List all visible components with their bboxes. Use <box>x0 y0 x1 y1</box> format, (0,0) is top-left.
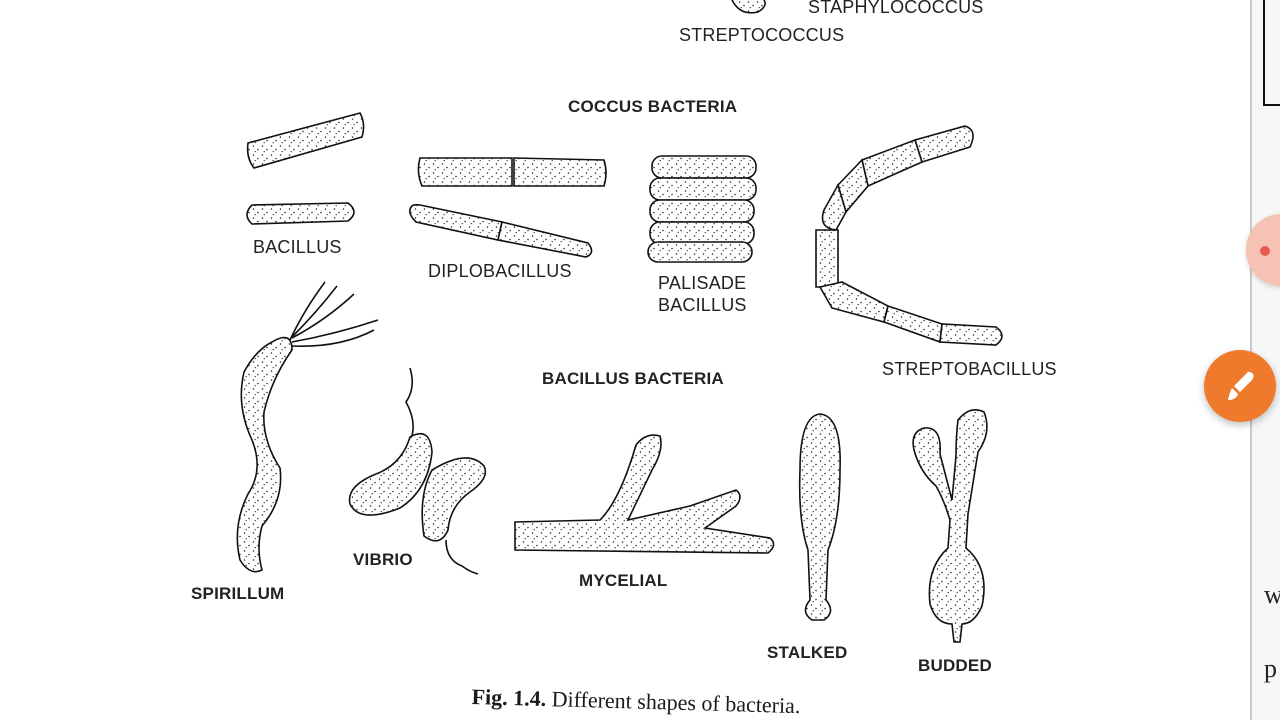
paintbrush-icon <box>1228 371 1254 400</box>
bacillus-shape <box>246 112 365 225</box>
palisade-label-line2: BACILLUS <box>658 295 747 315</box>
adjacent-page-text-p: p <box>1264 654 1277 683</box>
palisade-shape <box>647 155 757 263</box>
figure-number: Fig. 1.4. <box>471 684 547 712</box>
bacillus-label: BACILLUS <box>253 237 342 257</box>
adjacent-page-box <box>1263 0 1280 106</box>
streptobacillus-shape <box>815 125 1003 346</box>
record-dot-icon <box>1260 246 1270 256</box>
diplobacillus-shape <box>408 157 607 258</box>
vibrio-label: VIBRIO <box>353 550 413 569</box>
draw-button[interactable] <box>1204 350 1276 422</box>
streptococcus-label: STREPTOCOCCUS <box>679 25 845 45</box>
budded-label: BUDDED <box>918 656 992 675</box>
streptococcus-cell <box>731 0 766 14</box>
staphylococcus-label: STAPHYLOCOCCUS <box>808 0 984 17</box>
diplobacillus-label: DIPLOBACILLUS <box>428 261 572 281</box>
streptobacillus-label: STREPTOBACILLUS <box>882 359 1057 379</box>
spirillum-label: SPIRILLUM <box>191 584 285 603</box>
stalked-shape <box>798 413 841 621</box>
budded-shape <box>912 409 988 643</box>
mycelial-shape <box>514 434 775 554</box>
mycelial-label: MYCELIAL <box>579 571 668 590</box>
spirillum-shape <box>236 281 379 573</box>
stalked-label: STALKED <box>767 643 848 662</box>
bacillus-bacteria-heading: BACILLUS BACTERIA <box>542 369 724 388</box>
palisade-label-line1: PALISADE <box>658 273 747 293</box>
vibrio-shape <box>348 367 487 575</box>
coccus-bacteria-heading: COCCUS BACTERIA <box>568 97 738 116</box>
adjacent-page-text-w: w <box>1264 580 1280 609</box>
